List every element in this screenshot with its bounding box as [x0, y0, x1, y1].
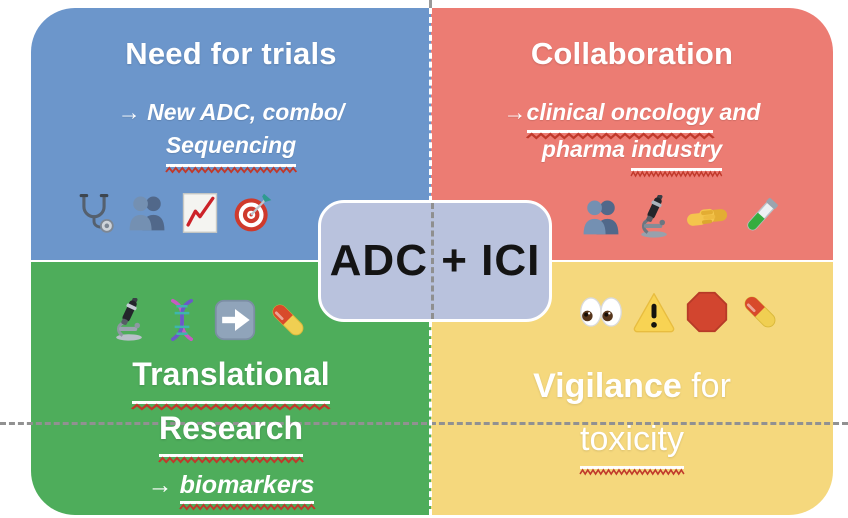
handshake-icon — [686, 208, 727, 226]
arrow-right-icon — [214, 299, 255, 341]
squiggle-underline — [630, 170, 723, 178]
squiggle-underline — [131, 403, 331, 411]
dna-icon — [170, 298, 193, 342]
need-icons-row — [0, 191, 373, 235]
collaboration-icons-row — [479, 194, 848, 239]
center-label: ADC + ICI — [329, 236, 541, 285]
collaboration-line2-plain: pharma — [541, 136, 632, 163]
warning-icon — [633, 292, 674, 333]
people-icon — [129, 196, 164, 231]
vigilance-title-bold: Vigilance — [533, 367, 682, 405]
arrow-icon: → — [147, 471, 173, 500]
squiggle-underline — [525, 132, 715, 140]
chart-increasing-icon — [182, 192, 217, 233]
translational-title-line2: Research — [158, 404, 304, 464]
test-tube-icon — [746, 197, 778, 231]
pill-icon — [744, 296, 775, 328]
translational-icons-row — [8, 298, 408, 342]
microscope-icon — [640, 194, 667, 238]
collaboration-title: Collaboration — [530, 36, 734, 71]
people-icon — [583, 200, 618, 235]
horizontal-dashed-line — [0, 422, 848, 425]
stethoscope-icon — [79, 193, 114, 233]
collaboration-line1-rest: and — [713, 99, 761, 125]
squiggle-underline — [178, 503, 316, 511]
vigilance-title-line2: toxicity — [579, 413, 685, 476]
stop-sign-icon — [686, 291, 727, 333]
translational-sub-word: biomarkers — [178, 471, 316, 511]
pill-icon — [272, 304, 303, 336]
translational-title: Translational Research — [31, 350, 431, 464]
arrow-icon: → — [117, 99, 141, 125]
squiggle-underline — [165, 166, 297, 174]
vigilance-title-rest: for — [681, 367, 731, 405]
translational-title-line1: Translational — [131, 350, 331, 411]
collaboration-line1-underlined: clinical oncology — [525, 96, 715, 140]
vigilance-icons-row — [479, 290, 848, 334]
need-line2: Sequencing — [165, 129, 297, 174]
arrow-icon: → — [503, 99, 527, 125]
vertical-dashed-line-top-tick — [429, 0, 432, 8]
need-subtext: → New ADC, combo/ Sequencing — [31, 96, 431, 174]
need-title: Need for trials — [125, 36, 337, 71]
center-box-dashed-divider — [431, 203, 434, 319]
microscope-icon — [115, 298, 142, 341]
translational-subtext: → biomarkers — [31, 471, 431, 511]
squiggle-underline — [158, 456, 304, 464]
need-line1: New ADC, combo/ — [147, 99, 345, 125]
eyes-icon — [579, 297, 622, 327]
quadrant-need-for-trials: Need for trials → New ADC, combo/ Sequen… — [31, 8, 431, 260]
target-icon — [234, 193, 271, 232]
vigilance-title: Vigilance for toxicity — [431, 360, 833, 476]
collaboration-line2-underlined: industry — [630, 133, 723, 178]
squiggle-underline — [579, 468, 685, 476]
collaboration-subtext: →clinical oncology and pharma industry — [431, 96, 833, 178]
center-box: ADC + ICI — [318, 200, 552, 322]
